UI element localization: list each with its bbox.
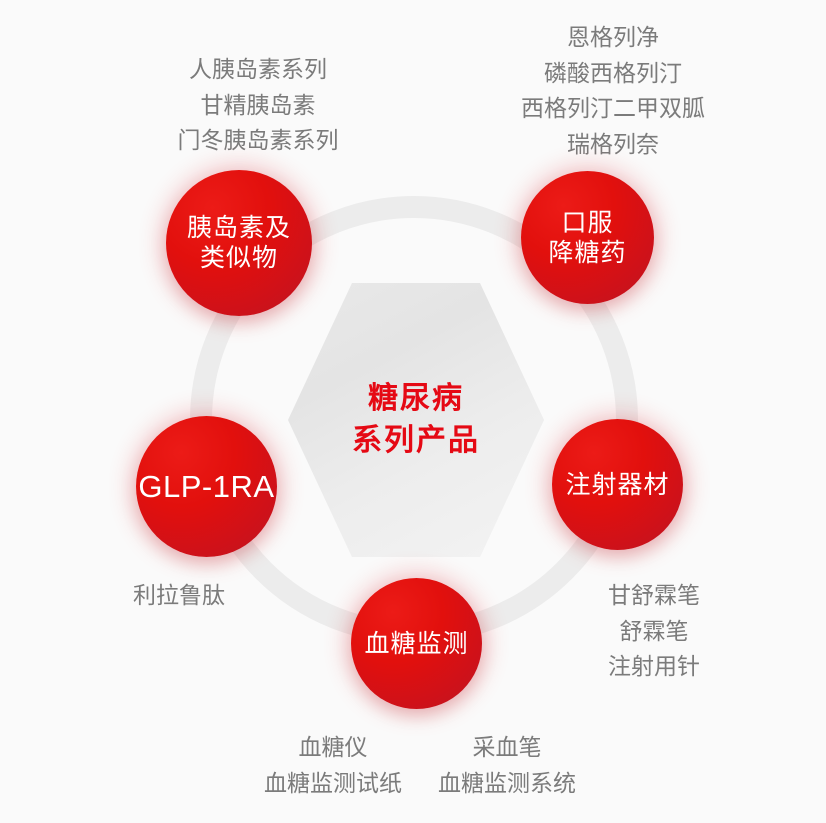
center-hexagon: 糖尿病 系列产品 — [288, 283, 544, 557]
annotation-glucose-monitoring: 血糖仪 血糖监测试纸 采血笔 血糖监测系统 — [175, 730, 665, 801]
node-insulin-analogs-label: 胰岛素及 类似物 — [186, 214, 291, 272]
annotation-injection-devices: 甘舒霖笔 舒霖笔 注射用针 — [608, 582, 700, 680]
node-injection-devices-label: 注射器材 — [565, 470, 670, 499]
node-oral-hypoglycemic[interactable]: 口服 降糖药 — [521, 171, 654, 304]
center-label: 糖尿病 系列产品 — [288, 283, 544, 557]
node-glucose-monitoring-label: 血糖监测 — [364, 629, 469, 658]
node-insulin-analogs[interactable]: 胰岛素及 类似物 — [166, 170, 312, 316]
center-label-line1: 糖尿病 — [368, 381, 464, 415]
annotation-glp1ra: 利拉鲁肽 — [133, 582, 225, 608]
node-glp1ra[interactable]: GLP-1RA — [136, 416, 277, 557]
annotation-insulin-analogs: 人胰岛素系列 甘精胰岛素 门冬胰岛素系列 — [177, 56, 339, 154]
node-injection-devices[interactable]: 注射器材 — [552, 419, 683, 550]
annotation-oral-hypoglycemic: 恩格列净 磷酸西格列汀 西格列汀二甲双胍 瑞格列奈 — [521, 24, 705, 157]
center-label-line2: 系列产品 — [352, 424, 480, 457]
node-glp1ra-label: GLP-1RA — [138, 468, 275, 504]
node-oral-hypoglycemic-label: 口服 降糖药 — [548, 208, 627, 267]
annotation-glucose-monitoring-col2: 采血笔 血糖监测系统 — [438, 734, 576, 796]
node-glucose-monitoring[interactable]: 血糖监测 — [351, 578, 482, 709]
annotation-glucose-monitoring-col1: 血糖仪 血糖监测试纸 — [264, 734, 402, 796]
